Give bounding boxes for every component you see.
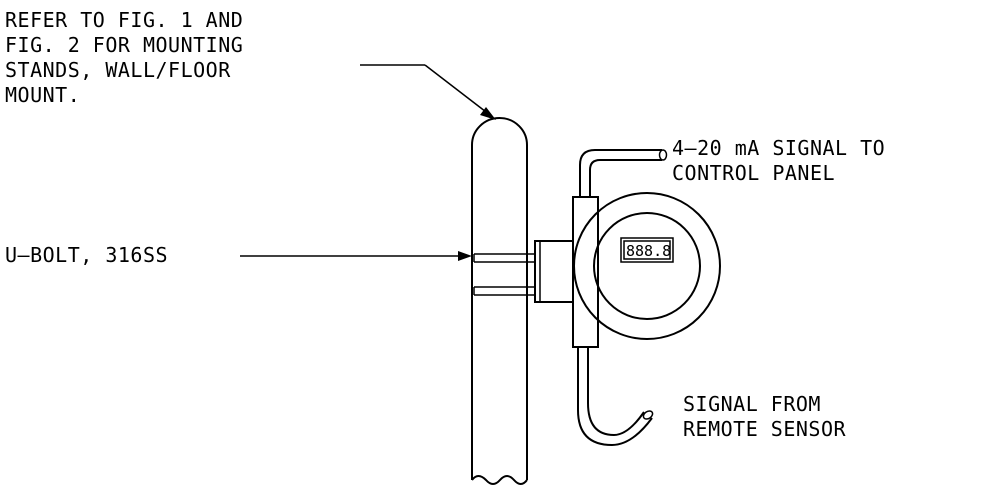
signal-output-line-2: CONTROL PANEL xyxy=(672,161,836,185)
mounting-leader xyxy=(360,64,496,120)
signal-input-line-2: REMOTE SENSOR xyxy=(683,417,847,441)
u-bolt xyxy=(473,253,535,296)
mounting-bracket xyxy=(534,240,574,303)
transmitter-head: 888.8 xyxy=(573,192,721,340)
transmitter-housing xyxy=(572,196,599,348)
mounting-note: REFER TO FIG. 1 AND FIG. 2 FOR MOUNTING … xyxy=(5,8,243,108)
u-bolt-leader xyxy=(240,251,472,261)
signal-input-note: SIGNAL FROM REMOTE SENSOR xyxy=(683,392,846,442)
mounting-pipe xyxy=(471,117,528,485)
input-cable xyxy=(577,347,654,447)
signal-output-line-1: 4–20 mA SIGNAL TO xyxy=(672,136,886,160)
signal-output-note: 4–20 mA SIGNAL TO CONTROL PANEL xyxy=(672,136,885,186)
output-cable xyxy=(579,149,668,197)
signal-input-line-1: SIGNAL FROM xyxy=(683,392,821,416)
mounting-note-line-2: FIG. 2 FOR MOUNTING xyxy=(5,33,244,57)
u-bolt-label: U–BOLT, 316SS xyxy=(5,243,169,267)
mounting-note-line-4: MOUNT. xyxy=(5,83,81,107)
display-readout: 888.8 xyxy=(626,242,671,260)
mounting-note-line-1: REFER TO FIG. 1 AND xyxy=(5,8,244,32)
mounting-note-line-3: STANDS, WALL/FLOOR xyxy=(5,58,231,82)
